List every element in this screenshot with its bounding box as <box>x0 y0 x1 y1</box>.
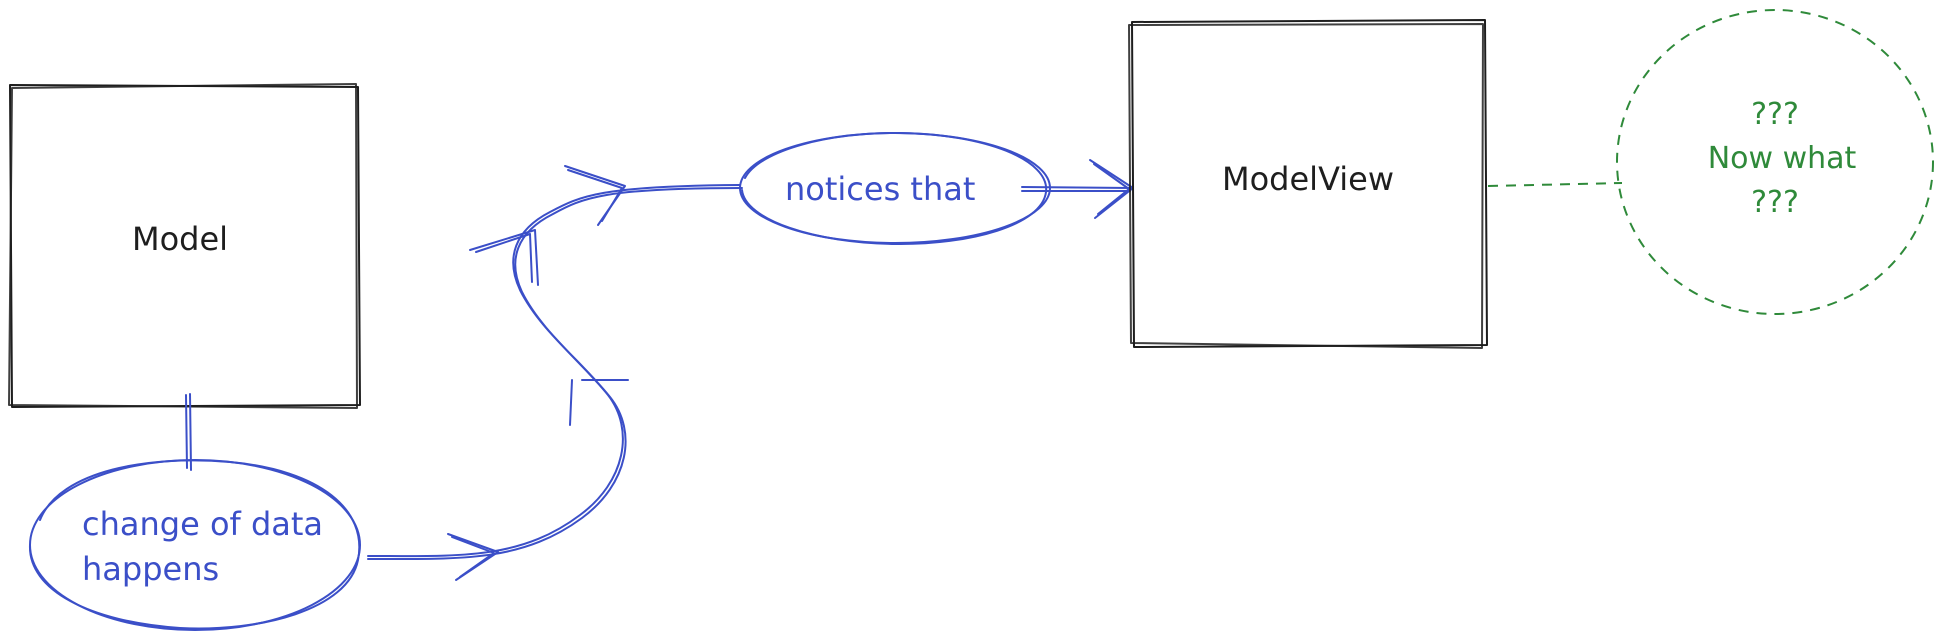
notices-that-label: notices that <box>785 170 975 208</box>
modelview-to-now-what-connector <box>1487 182 1623 187</box>
change-of-data-node[interactable]: change of data happens <box>28 459 361 631</box>
modelview-node[interactable]: ModelView <box>1128 19 1488 349</box>
model-label: Model <box>132 220 228 258</box>
now-what-label-line2: Now what <box>1708 141 1857 176</box>
change-to-notices-arrow <box>367 165 743 581</box>
model-node[interactable]: Model <box>8 83 361 409</box>
now-what-label-line3: ??? <box>1751 185 1799 220</box>
now-what-label-line1: ??? <box>1751 97 1799 132</box>
notices-that-node[interactable]: notices that <box>739 131 1051 246</box>
modelview-label: ModelView <box>1222 160 1394 198</box>
model-to-change-connector <box>185 393 192 471</box>
change-of-data-label-line2: happens <box>82 550 219 588</box>
change-of-data-label-line1: change of data <box>82 505 323 543</box>
now-what-node[interactable]: ??? Now what ??? <box>1616 9 1934 315</box>
